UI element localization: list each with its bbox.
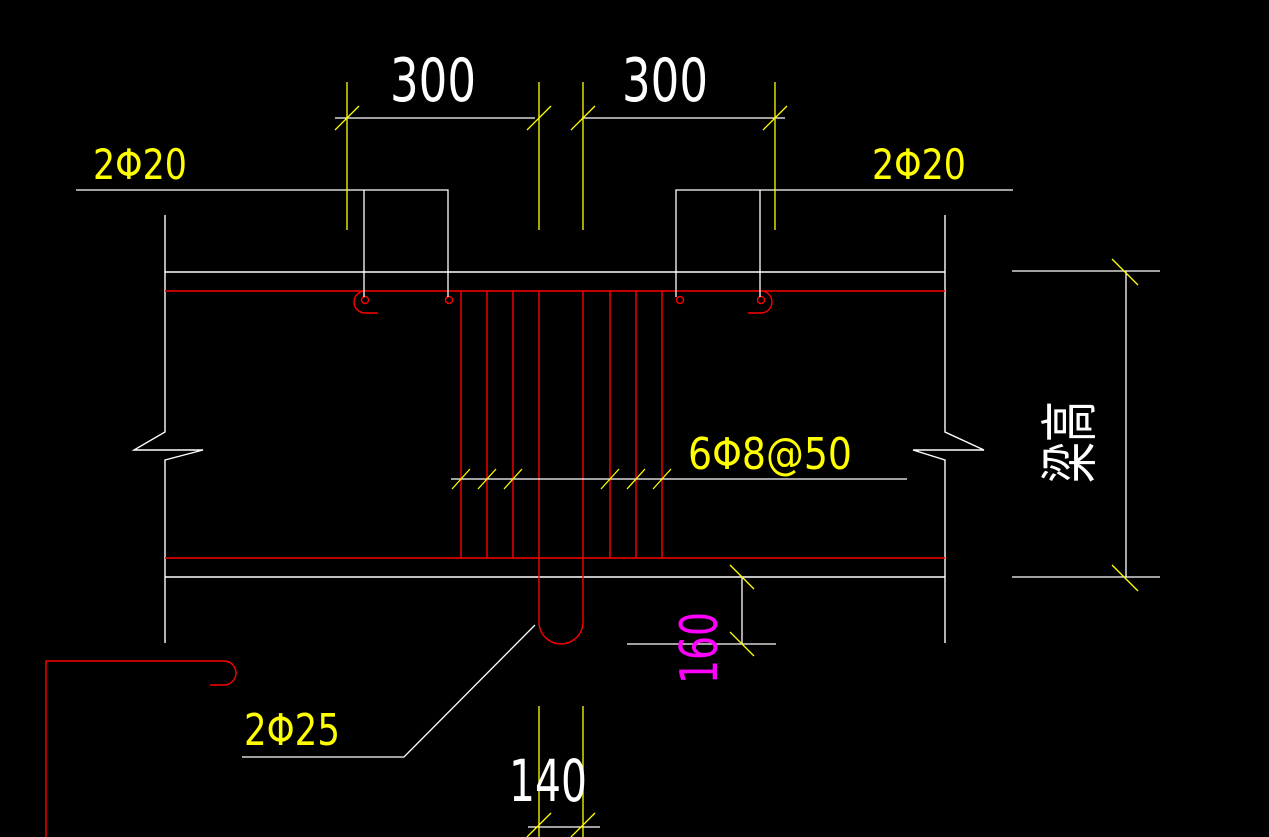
label-top-left-bars: 2Φ20 <box>93 140 187 189</box>
hanger-bar <box>538 291 584 645</box>
label-beam-height: 梁高 <box>1036 401 1104 483</box>
main-rebar <box>165 290 945 559</box>
dimension-ticks <box>334 82 1139 837</box>
label-stirrups: 6Φ8@50 <box>688 429 852 480</box>
label-hanger-bar: 2Φ25 <box>244 705 340 756</box>
rebar-fragment <box>45 660 237 837</box>
dimension-hook-160: 160 <box>670 612 730 684</box>
label-top-right-bars: 2Φ20 <box>872 140 966 189</box>
dimension-left-300: 300 <box>390 46 476 116</box>
beam-outline <box>131 215 985 643</box>
dimension-bar-width-140: 140 <box>509 747 587 815</box>
stirrup-lines <box>460 291 663 558</box>
dimension-right-300: 300 <box>622 46 708 116</box>
top-bar-sections <box>353 290 773 314</box>
leader-lines <box>76 117 1160 828</box>
